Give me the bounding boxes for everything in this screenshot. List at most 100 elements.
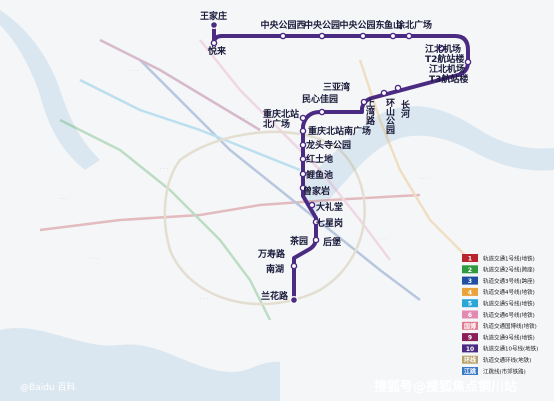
legend-swatch [462, 299, 478, 308]
legend-swatch [462, 355, 478, 364]
legend-label: 轨道交通国博线(地铁) [483, 322, 537, 330]
station-label: 曾家岩 [303, 185, 330, 197]
station-label: 民心佳园 [302, 93, 338, 105]
station-marker [312, 218, 320, 226]
station-marker [299, 141, 307, 149]
river-shape [0, 10, 100, 170]
legend-swatch [462, 333, 478, 342]
legend: 1 轨道交通1号线(地铁) 2 轨道交通2号线(跨座) 3 轨道交通3号线(跨座) 4 轨道交… [462, 254, 538, 376]
station-marker [299, 184, 307, 192]
station-label: 中央公园西 [260, 19, 305, 31]
station-marker [299, 155, 307, 163]
station-marker [308, 201, 316, 209]
legend-number: 6 [468, 312, 472, 319]
legend-number: 1 [468, 256, 472, 263]
station-label: 长河 [399, 99, 410, 119]
svg-text:· · ·: · · · [90, 256, 98, 262]
station-marker [318, 108, 326, 116]
svg-text:· · ·: · · · [60, 196, 68, 202]
legend-number: 3 [468, 278, 472, 285]
station-label: 三亚湾 [323, 81, 350, 93]
legend-label: 轨道交通10号线(地铁) [483, 345, 538, 353]
station-label: 后堡 [323, 236, 341, 248]
terminal-marker [210, 21, 219, 30]
svg-text:· · ·: · · · [200, 296, 208, 302]
legend-number: 9 [468, 335, 472, 342]
legend-swatch [462, 276, 478, 285]
legend-swatch [462, 287, 478, 296]
legend-swatch [462, 254, 478, 262]
legend-swatch [462, 367, 478, 375]
station-label: 茶园 [289, 235, 308, 247]
legend-label: 轨道交通4号线(地铁) [483, 288, 535, 296]
legend-label: 轨道交通9号线(地铁) [483, 333, 535, 341]
legend-label: 轨道交通3号线(跨座) [483, 277, 535, 285]
legend-number: 4 [468, 289, 472, 296]
station-label: 龙头寺公园 [305, 139, 351, 151]
station-marker [464, 58, 472, 66]
station-label: 王家庄 [200, 10, 227, 22]
svg-text:· · ·: · · · [380, 236, 388, 242]
station-label: 重庆北站南广场 [308, 125, 371, 137]
station-marker [318, 32, 326, 40]
station-marker [360, 98, 368, 106]
station-marker [299, 127, 307, 135]
station-marker [279, 32, 287, 40]
station-label: 上湾路 [364, 97, 375, 126]
svg-text:· · ·: · · · [240, 116, 248, 122]
station-label: 兰花路 [261, 290, 289, 302]
legend-swatch [462, 321, 478, 330]
legend-label: 江跳线(市郊铁路) [483, 367, 526, 375]
station-label: 南湖 [266, 263, 284, 275]
legend-number: 江跳 [464, 368, 476, 376]
station-marker [299, 170, 307, 178]
station-label: 中央公园东 [339, 19, 384, 31]
watermark-left: @Baidu 百科 [20, 381, 75, 393]
station-marker [394, 84, 402, 92]
legend-swatch [462, 344, 478, 353]
background-lines [39, 38, 471, 321]
legend-number: 2 [468, 267, 472, 274]
station-marker [405, 32, 413, 40]
river-shape [300, 106, 554, 215]
river-shape [0, 327, 280, 401]
station-label: 中央公园 [304, 19, 340, 31]
station-marker [359, 32, 367, 40]
legend-label: 轨道交通环线(地铁) [483, 356, 531, 364]
legend-label: 轨道交通5号线(地铁) [483, 300, 535, 308]
svg-text:· · ·: · · · [160, 166, 168, 172]
background-labels: · · · · · · · · · · · · · · · · · · · · · · … [60, 68, 428, 302]
station-label: 环山公园 [384, 98, 395, 135]
svg-text:· · ·: · · · [420, 176, 428, 182]
terminal-marker [290, 296, 299, 305]
station-label: 大礼堂 [316, 201, 343, 213]
legend-number: 环线 [464, 356, 476, 364]
station-label: 七星岗 [316, 217, 343, 229]
legend-label: 轨道交通6号线(地铁) [483, 311, 535, 319]
station-marker [210, 39, 218, 47]
station-marker [437, 44, 445, 52]
station-label: 鲤鱼池 [305, 169, 333, 181]
legend-number: 国博 [464, 322, 476, 330]
station-label: 红土地 [306, 153, 333, 165]
legend-swatch [462, 265, 478, 274]
station-label: 鱼山 [384, 19, 402, 31]
station-label: 悦来 [208, 45, 227, 57]
legend-swatch [462, 310, 478, 319]
station-marker [380, 89, 388, 97]
watermark-text: 搜狐号@搜狐焦点铜川站 [374, 379, 517, 395]
station-label: 重庆北站北广场 [263, 108, 299, 130]
legend-number: 5 [468, 301, 472, 308]
svg-text:· · ·: · · · [130, 68, 138, 74]
station-marker [389, 32, 397, 40]
legend-label: 轨道交通1号线(地铁) [483, 254, 535, 262]
station-label: 万寿路 [257, 248, 286, 260]
station-marker [290, 262, 298, 270]
legend-label: 轨道交通2号线(跨座) [483, 266, 535, 274]
legend-number: 10 [466, 346, 474, 353]
